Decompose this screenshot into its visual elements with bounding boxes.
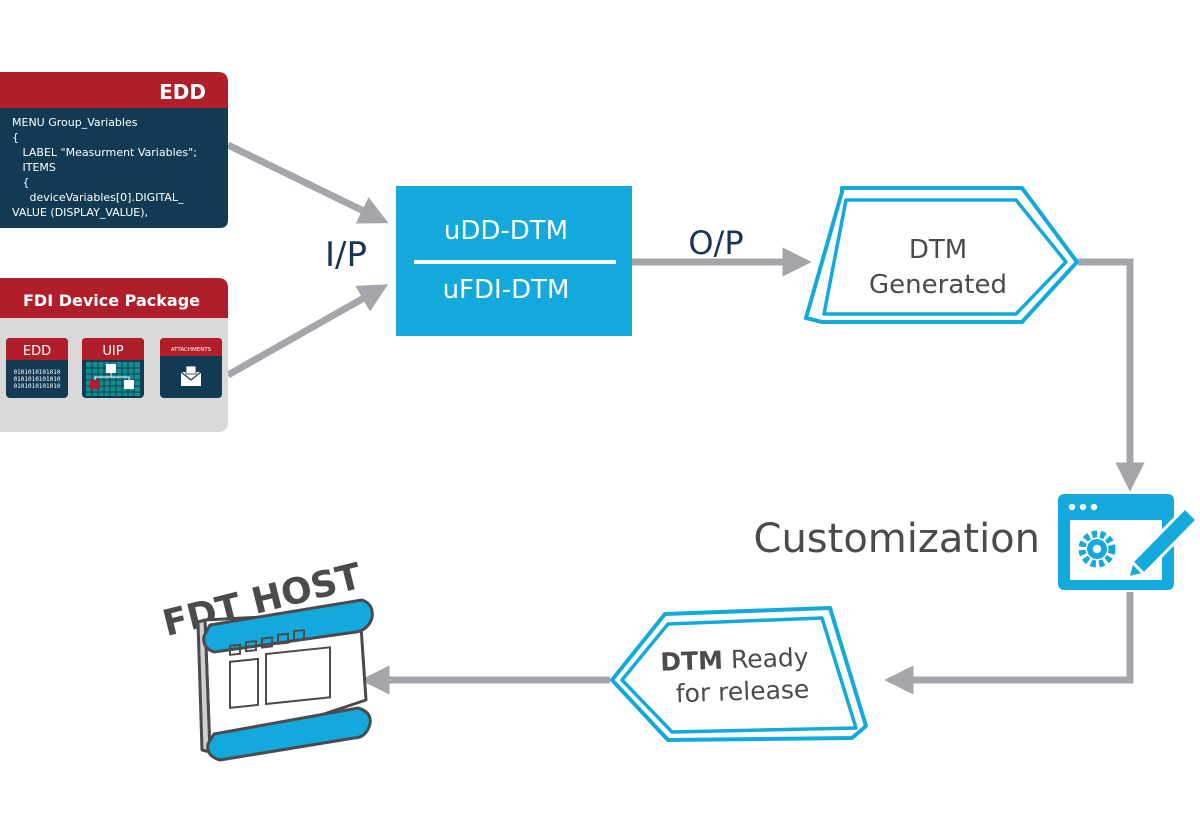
input-label: I/P	[325, 235, 367, 275]
edd-code-line: deviceVariables[0].DIGITAL_	[12, 191, 184, 204]
converter-top-label: uDD-DTM	[444, 216, 568, 246]
gear-edit-icon	[1058, 494, 1200, 590]
fdi-package-card: FDI Device Package EDD 0101010101010 010…	[0, 278, 228, 432]
edd-card-title: EDD	[159, 80, 206, 104]
arrow-package-to-converter	[226, 284, 389, 379]
dtm-generated-line1: DTM	[909, 235, 967, 265]
fdi-attachments-tile: ATTACHMENTS	[160, 338, 222, 398]
fdt-host-bottom-scroll	[206, 706, 372, 762]
envelope-icon	[180, 365, 202, 386]
binary-line: 0101010101010	[14, 383, 61, 390]
converter-bottom-label: uFDI-DTM	[443, 275, 570, 305]
edd-card-body	[0, 100, 228, 228]
fdi-attachments-tile-label: ATTACHMENTS	[171, 347, 212, 353]
binary-line: 0101010101010	[14, 369, 61, 376]
fdi-uip-tile-label: UIP	[102, 344, 123, 359]
fdi-package-title: FDI Device Package	[23, 291, 200, 310]
edd-card-header	[0, 72, 228, 108]
edd-code-line: {	[12, 176, 30, 189]
connectors	[226, 141, 1145, 695]
gear-icon	[1078, 530, 1116, 568]
fdt-host-top-scroll	[202, 598, 374, 654]
dtm-ready-line2: for release	[675, 675, 809, 709]
fdt-host-icon	[196, 598, 374, 762]
binary-line: 0101010101010	[14, 376, 61, 383]
edd-code-line: MENU Group_Variables	[12, 116, 138, 129]
edd-code-line: {	[12, 131, 19, 144]
dtm-generated-tag: DTM Generated	[804, 186, 1079, 324]
edd-card: EDD MENU Group_Variables { LABEL "Measur…	[0, 72, 228, 228]
dtm-generated-line2: Generated	[869, 270, 1007, 300]
edd-code-line: ITEMS	[12, 161, 56, 174]
output-label: O/P	[688, 224, 743, 262]
fdi-uip-tile: UIP	[82, 338, 144, 398]
fdi-edd-tile-label: EDD	[23, 344, 51, 359]
arrow-customization-to-ready	[884, 592, 1134, 695]
dtm-ready-front	[620, 616, 858, 734]
fdi-package-header	[0, 278, 228, 318]
fdi-edd-tile: EDD 0101010101010 0101010101010 01010101…	[6, 338, 68, 398]
customization-label: Customization	[754, 516, 1040, 562]
pencil-icon	[1126, 505, 1200, 580]
converter-box: uDD-DTM uFDI-DTM	[396, 186, 632, 336]
dtm-ready-line1: DTM Ready	[660, 643, 809, 677]
arrow-edd-to-converter	[226, 141, 389, 224]
dtm-ready-bold-word: DTM	[660, 646, 724, 677]
arrow-dtm-to-customization	[1078, 258, 1145, 492]
uip-grid-icon	[86, 362, 140, 396]
dtm-ready-tag: DTM Ready for release	[610, 606, 868, 742]
edd-code-line: VALUE (DISPLAY_VALUE),	[12, 206, 148, 219]
dtm-generated-front	[822, 198, 1068, 316]
edd-code-line: LABEL "Measurment Variables";	[12, 146, 197, 159]
dtm-ready-rest-word: Ready	[722, 643, 809, 675]
edd-code-block: MENU Group_Variables { LABEL "Measurment…	[12, 116, 197, 219]
